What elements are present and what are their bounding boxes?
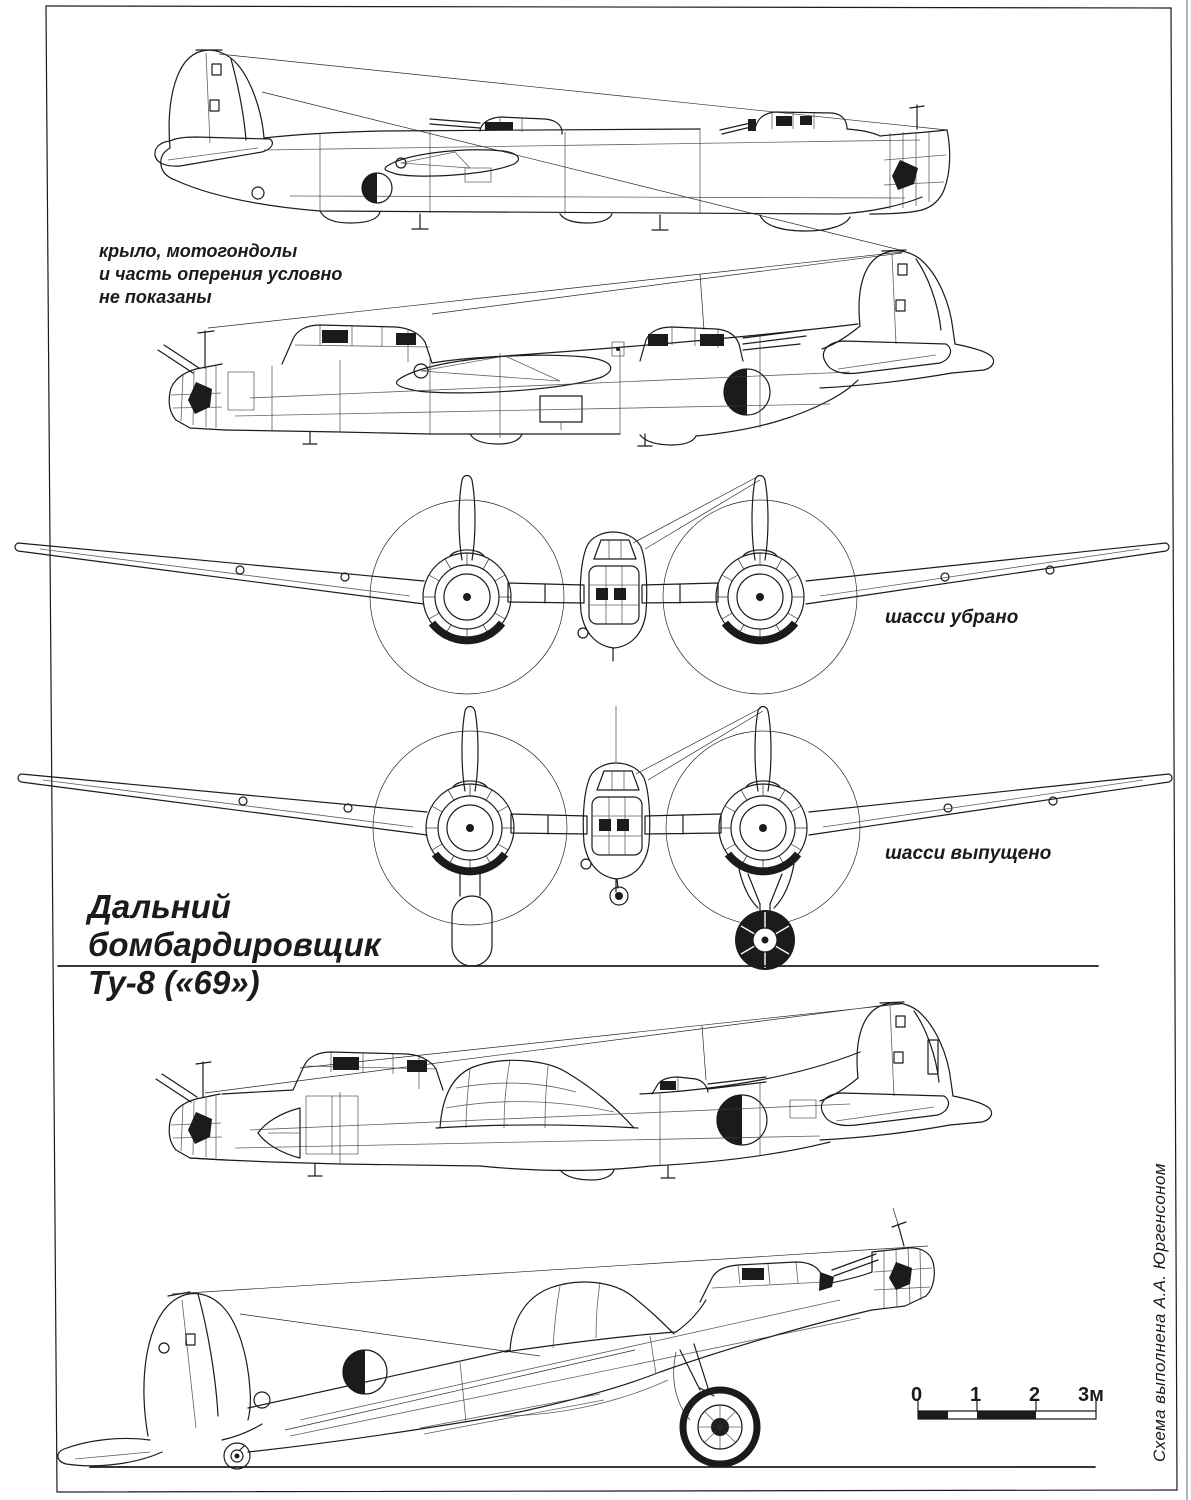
side-view-fuselage-nose-left — [158, 250, 994, 446]
tail-fin — [822, 250, 955, 349]
dorsal-blister — [505, 1282, 676, 1352]
construction-lines — [205, 1003, 901, 1093]
propeller-disc-right — [666, 707, 860, 926]
side-view-fuselage-nose-right — [155, 50, 950, 251]
side-view-takeoff-attitude — [58, 1208, 1095, 1469]
front-view-gear-up — [14, 476, 1170, 695]
scale-tick-label: 1 — [970, 1384, 982, 1406]
glazed-nose — [169, 364, 225, 430]
propeller-disc-left — [373, 707, 567, 926]
construction-lines — [219, 54, 947, 251]
roundel — [724, 369, 770, 415]
propeller-disc-left — [370, 476, 564, 695]
tailplane — [58, 1424, 262, 1466]
glazed-nose — [872, 1208, 934, 1310]
roundel — [717, 1095, 767, 1145]
glazed-nose — [169, 1094, 225, 1160]
page-title: Дальний бомбардировщик Ту-8 («69») — [88, 888, 381, 1001]
dorsal-turret — [430, 117, 562, 134]
tail-wheel — [610, 879, 628, 905]
main-gear — [674, 1344, 757, 1464]
main-gear-left — [452, 872, 492, 966]
tail-wheel — [224, 1443, 250, 1469]
wing-root-section — [397, 355, 611, 430]
label-gear-down: шасси выпущено — [885, 843, 1052, 864]
construction-lines — [172, 1246, 928, 1430]
wing-root-section — [385, 150, 518, 182]
rear-canopy — [720, 112, 880, 136]
front-view-gear-down — [17, 706, 1173, 970]
rear-turret — [652, 1077, 766, 1094]
credit-vertical: Схема выполнена А.А. Юргенсоном — [1150, 1163, 1169, 1462]
tailplane — [821, 1093, 948, 1126]
scale-tick-label: 2 — [1029, 1384, 1041, 1406]
tail-fin — [144, 1292, 250, 1436]
scale-tick-label: 3м — [1078, 1384, 1104, 1406]
cockpit-canopy — [282, 325, 490, 364]
tail-fin — [820, 1002, 953, 1101]
cockpit-canopy — [676, 1262, 826, 1332]
dorsal-turret — [640, 327, 806, 361]
tailplane — [823, 341, 950, 374]
scale-bar — [918, 1401, 1096, 1419]
scale-tick-label: 0 — [911, 1384, 923, 1406]
dorsal-blister — [436, 1060, 638, 1128]
note-wing-omitted: крыло, мотогондолы и часть оперения усло… — [99, 241, 343, 308]
roundel — [343, 1350, 387, 1394]
glazed-nose — [870, 105, 950, 214]
side-view-nose-left — [156, 1002, 992, 1180]
main-gear-right — [735, 864, 795, 970]
cockpit-canopy — [293, 1052, 443, 1090]
construction-lines — [208, 252, 902, 330]
roundel — [362, 173, 392, 203]
label-gear-up: шасси убрано — [885, 607, 1019, 628]
propeller-disc-right — [663, 476, 857, 695]
page-frame — [46, 0, 1187, 1500]
